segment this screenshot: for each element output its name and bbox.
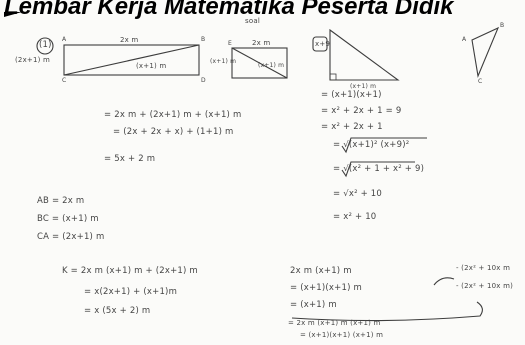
problem-circle: [36, 37, 54, 55]
bottom-left-line-3: = x (5x + 2) m: [84, 306, 151, 316]
right-work-line-3: = x² + 2x + 1: [321, 122, 383, 132]
bottom-right-line-1: 2x m (x+1) m: [290, 266, 352, 276]
title-banner: Lembar Kerja Matematika Peserta Didik: [0, 0, 525, 22]
rect1-diagonal-label: (x+1) m: [136, 62, 167, 70]
triangle-label: x+9: [315, 40, 331, 48]
right-root-line-1: = √(x+1)² (x+9)²: [333, 140, 410, 150]
side-bc: BC = (x+1) m: [37, 214, 99, 224]
side-ca: CA = (2x+1) m: [37, 232, 105, 242]
rectangle-diagonal-1: [63, 44, 200, 76]
right-root-line-3: = √x² + 10: [333, 189, 383, 199]
corner-b: B: [201, 36, 206, 43]
banner-title: Lembar Kerja Matematika Peserta Didik: [4, 0, 454, 20]
tri2-corner-a: A: [462, 36, 467, 43]
bottom-left-line-2: = x(2x+1) + (x+1)m: [84, 287, 178, 297]
rect2-top-label: 2x m: [252, 39, 271, 47]
tri2-corner-b: B: [500, 22, 505, 29]
left-work-line-2: = (2x + 2x + x) + (1+1) m: [113, 127, 234, 137]
right-triangle: [329, 28, 400, 81]
far-right-line-1: - (2x² + 10x m: [456, 264, 511, 272]
underline-bracket: [291, 301, 483, 322]
rect1-top-label: 2x m: [120, 36, 139, 44]
left-work-line-1: = 2x m + (2x+1) m + (x+1) m: [104, 110, 242, 120]
right-root-line-2: = √(x² + 1 + x² + 9): [333, 164, 425, 174]
right-work-line-1: = (x+1)(x+1): [321, 90, 382, 100]
small-triangle: [471, 26, 500, 78]
rect2-right-label: (x+1) m: [258, 62, 285, 69]
corner-d: D: [201, 77, 206, 84]
rectangle-figure-1: [63, 44, 200, 76]
bottom-right-line-4: = 2x m (x+1) m (x+1) m: [288, 319, 381, 327]
rectangle-figure-2: [231, 47, 288, 79]
corner-e: E: [228, 40, 232, 47]
root-bracket-2: [341, 161, 415, 178]
corner-c: C: [62, 77, 67, 84]
bottom-right-line-3: = (x+1) m: [290, 300, 337, 310]
bottom-right-line-2: = (x+1)(x+1) m: [290, 283, 362, 293]
rect2-left-label: (x+1) m: [210, 58, 237, 65]
root-bracket-1: [341, 137, 427, 154]
rect1-left-label: (2x+1) m: [15, 56, 51, 64]
bottom-right-line-5: = (x+1)(x+1) (x+1) m: [300, 331, 384, 339]
heading-mark: soal: [245, 17, 260, 25]
arrow-icon: [4, 12, 22, 17]
corner-a: A: [62, 36, 67, 43]
problem-number: (1): [39, 40, 52, 50]
right-work-line-2: = x² + 2x + 1 = 9: [321, 106, 402, 116]
far-right-line-2: - (2x² + 10x m): [456, 282, 514, 290]
bottom-left-line-1: K = 2x m (x+1) m + (2x+1) m: [62, 266, 198, 276]
right-root-line-4: = x² + 10: [333, 212, 377, 222]
triangle-base-label: (x+1) m: [350, 83, 377, 90]
swoosh-mark: [433, 277, 455, 286]
box-mark: [312, 36, 328, 52]
rectangle-diagonal-2: [231, 47, 288, 79]
side-ab: AB = 2x m: [37, 196, 85, 206]
tri2-corner-c: C: [478, 78, 483, 85]
left-work-line-3: = 5x + 2 m: [104, 154, 156, 164]
